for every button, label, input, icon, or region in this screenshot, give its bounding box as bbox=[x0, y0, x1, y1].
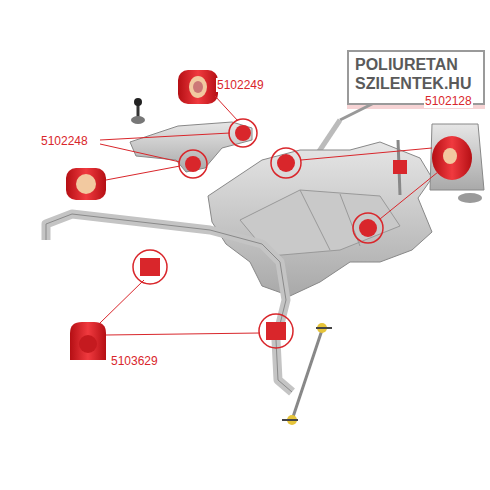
bushing bbox=[66, 168, 106, 200]
callout-number: 5102248 bbox=[40, 134, 89, 148]
callout-number: 5102249 bbox=[216, 78, 265, 92]
leader-line bbox=[301, 148, 432, 160]
leader-line bbox=[106, 333, 260, 335]
ball-joint bbox=[131, 98, 145, 124]
highlight-circle bbox=[229, 119, 257, 147]
highlight-circle bbox=[133, 250, 167, 284]
control-arm bbox=[130, 122, 252, 172]
highlight-circle bbox=[353, 213, 383, 243]
sway-bar bbox=[46, 214, 292, 392]
bushing bbox=[178, 70, 218, 104]
highlight-circle bbox=[259, 314, 293, 348]
callout-number: 5103629 bbox=[110, 354, 159, 368]
leader-line bbox=[380, 172, 438, 219]
end-link bbox=[282, 323, 332, 425]
leader-line bbox=[100, 144, 180, 162]
leader-line bbox=[100, 280, 144, 323]
bushing bbox=[70, 322, 106, 360]
leader-line bbox=[100, 133, 230, 140]
leader-line bbox=[215, 96, 238, 121]
highlight-circle bbox=[179, 150, 207, 178]
callout-number: 5102128 bbox=[424, 94, 473, 108]
subframe bbox=[208, 142, 432, 296]
bushing bbox=[430, 124, 484, 203]
highlight-circle bbox=[271, 148, 301, 178]
leader-line bbox=[106, 166, 180, 180]
